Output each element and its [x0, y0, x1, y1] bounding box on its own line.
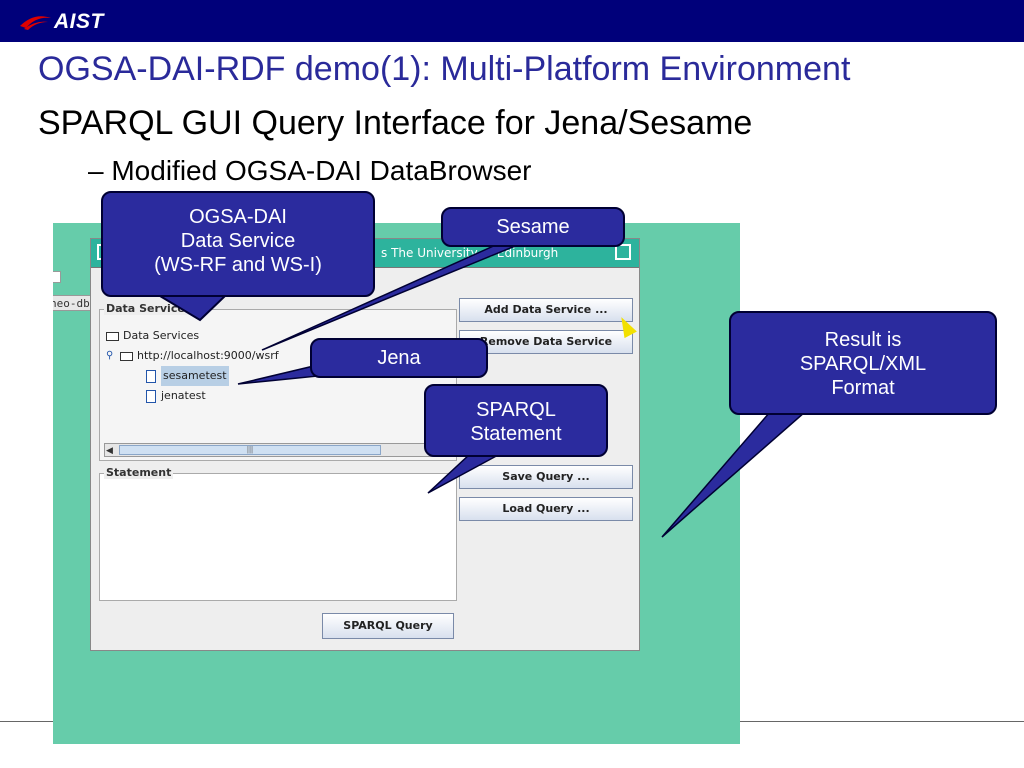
callout-line: Statement: [470, 423, 562, 445]
slide-bullet: – Modified OGSA-DAI DataBrowser: [88, 155, 532, 186]
callout-line: Result is: [824, 329, 902, 351]
callout-sesame: Sesame: [441, 207, 625, 247]
callout-line: Jena: [377, 347, 421, 369]
data-services-panel: Data Services Data Services ⚲ http://loc…: [99, 302, 457, 461]
slide-title: OGSA-DAI-RDF demo(1): Multi-Platform Env…: [38, 50, 851, 88]
sparql-query-button[interactable]: SPARQL Query: [322, 613, 454, 639]
expand-toggle-icon[interactable]: ⚲: [106, 350, 114, 361]
tree-root-label: Data Services: [123, 329, 200, 342]
tree-item-label: jenatest: [161, 389, 206, 402]
tree-item-jenatest[interactable]: jenatest: [106, 386, 279, 406]
side-window-edge: [53, 271, 61, 283]
callout-jena: Jena: [310, 338, 488, 378]
scroll-left-icon[interactable]: ◀: [106, 445, 113, 455]
callout-result-format: Result is SPARQL/XML Format: [729, 311, 997, 415]
horizontal-scrollbar[interactable]: ◀ |||: [104, 443, 452, 457]
load-query-button[interactable]: Load Query ...: [459, 497, 633, 521]
header-bar: AIST: [0, 0, 1024, 42]
aist-logo: AIST: [18, 9, 104, 35]
callout-line: Format: [831, 377, 895, 399]
callout-line: SPARQL/XML: [799, 353, 927, 375]
tree-item-label: sesametest: [161, 366, 229, 386]
callout-line: SPARQL: [476, 399, 556, 421]
callout-line: Data Service: [180, 230, 296, 252]
data-services-group-label: Data Services: [104, 302, 194, 315]
databrowser-screenshot: neo-db: s The University of Edinburgh Da…: [53, 223, 740, 744]
slide-subtitle: SPARQL GUI Query Interface for Jena/Sesa…: [38, 104, 753, 142]
tree-server-label: http://localhost:9000/wsrf: [137, 349, 279, 362]
document-icon: [146, 369, 156, 383]
callout-line: Sesame: [496, 216, 570, 238]
data-services-tree: Data Services ⚲ http://localhost:9000/ws…: [106, 326, 279, 406]
statement-group-label: Statement: [104, 466, 174, 479]
callout-data-service: OGSA-DAI Data Service (WS-RF and WS-I): [101, 191, 375, 297]
add-data-service-button[interactable]: Add Data Service ...: [459, 298, 633, 322]
tree-root[interactable]: Data Services: [106, 326, 279, 346]
document-icon: [146, 389, 156, 403]
side-tab-label[interactable]: neo-db:: [53, 295, 93, 311]
callout-sparql-statement: SPARQL Statement: [424, 384, 608, 457]
logo-text: AIST: [54, 10, 104, 33]
scrollbar-thumb[interactable]: |||: [119, 445, 381, 455]
folder-icon: [120, 351, 133, 361]
save-query-button[interactable]: Save Query ...: [459, 465, 633, 489]
tree-item-sesametest[interactable]: sesametest: [106, 366, 279, 386]
statement-panel[interactable]: Statement: [99, 466, 457, 601]
logo-swoosh-icon: [20, 16, 51, 30]
window-title: s The University of Edinburgh: [381, 246, 559, 260]
tree-server-node[interactable]: ⚲ http://localhost:9000/wsrf: [106, 346, 279, 366]
callout-line: (WS-RF and WS-I): [154, 254, 322, 276]
callout-line: OGSA-DAI: [189, 206, 287, 228]
folder-icon: [106, 331, 119, 341]
maximize-icon[interactable]: [615, 244, 631, 260]
